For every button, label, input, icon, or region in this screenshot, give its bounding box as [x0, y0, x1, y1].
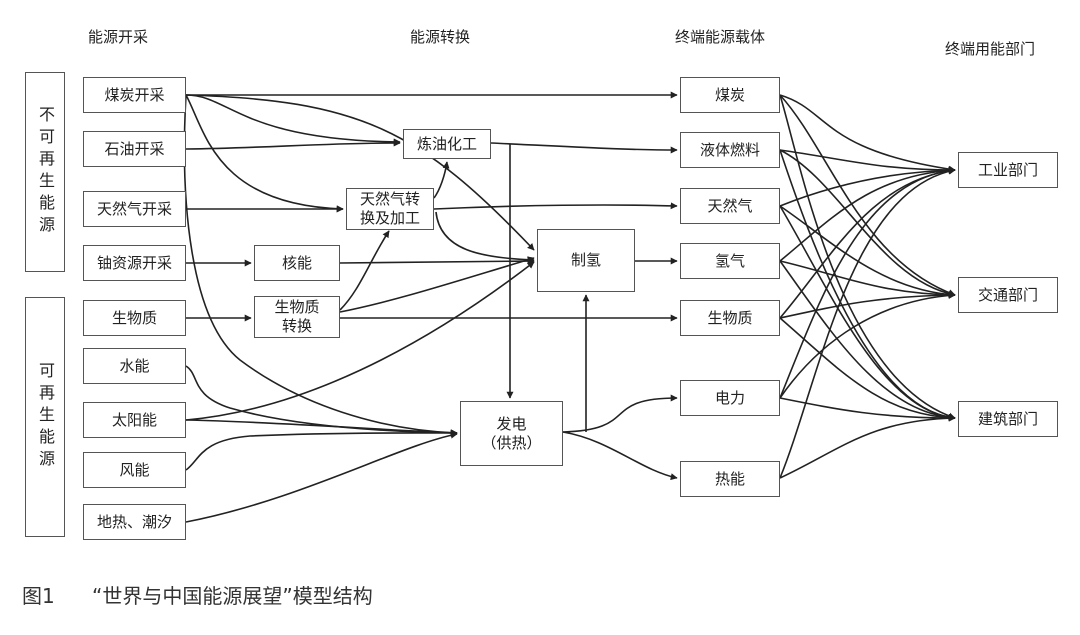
- arrow-natgas-to-building: [779, 205, 956, 421]
- node-gas-processing: 天然气转 换及加工: [346, 188, 434, 230]
- arrow-power-to-electricity: [562, 394, 678, 433]
- arrow-liquid-to-industry: [779, 149, 956, 174]
- figure-caption: 图1 “世界与中国能源展望”模型结构: [22, 580, 373, 609]
- header-sector: 终端用能部门: [945, 40, 1036, 58]
- node-solar: 太阳能: [83, 402, 186, 438]
- node-coal: 煤炭: [680, 77, 780, 113]
- node-building: 建筑部门: [958, 401, 1058, 437]
- arrow-biomass-to-building: [779, 317, 956, 422]
- arrow-gasproc-to-h2prod: [435, 211, 535, 264]
- node-power-generation: 发电 （供热）: [460, 401, 563, 466]
- arrow-refining-to-liquid: [490, 142, 678, 154]
- arrow-coal-to-transport: [779, 94, 956, 297]
- figure-number: 图1: [22, 584, 55, 608]
- node-biomass: 生物质: [680, 300, 780, 336]
- node-transport: 交通部门: [958, 277, 1058, 313]
- header-mining: 能源开采: [88, 28, 149, 46]
- arrow-coal-to-building: [779, 94, 956, 420]
- header-carrier: 终端能源载体: [675, 28, 766, 46]
- node-nuclear: 核能: [254, 245, 340, 281]
- arrow-coal-to-gasproc: [185, 94, 344, 213]
- arrow-gasproc-to-refining: [433, 161, 450, 199]
- arrow-gasproc-to-natgas: [433, 202, 678, 210]
- arrow-hydrogen-to-industry: [779, 166, 956, 262]
- node-biomass-conversion: 生物质 转换: [254, 296, 340, 338]
- flow-arrows: [183, 91, 956, 523]
- energy-flow-diagram: 能源开采 能源转换 终端能源载体 终端用能部门 不可再生能源 可再生能源 煤炭开…: [25, 28, 1058, 540]
- arrow-coal-to-power: [183, 94, 458, 437]
- node-hydro: 水能: [83, 348, 186, 384]
- arrow-oil-to-refining: [185, 139, 401, 150]
- node-wind: 风能: [83, 452, 186, 488]
- node-industry: 工业部门: [958, 152, 1058, 188]
- node-uranium-mining: 铀资源开采: [83, 245, 186, 281]
- node-heat: 热能: [680, 461, 780, 497]
- node-coal-mining: 煤炭开采: [83, 77, 186, 113]
- node-gas-mining: 天然气开采: [83, 191, 186, 227]
- arrow-solar-to-h2prod: [185, 261, 535, 421]
- arrow-bioconv-to-gasproc: [339, 230, 390, 311]
- arrow-natgas-to-industry: [779, 166, 956, 207]
- node-biomass-source: 生物质: [83, 300, 186, 336]
- arrow-electricity-to-transport: [779, 291, 956, 399]
- header-conversion: 能源转换: [410, 28, 471, 46]
- arrow-solar-to-power: [185, 419, 458, 437]
- group-nonrenewable: 不可再生能源: [25, 72, 65, 272]
- node-liquid-fuel: 液体燃料: [680, 132, 780, 168]
- figure-title: “世界与中国能源展望”模型结构: [92, 584, 373, 608]
- arrow-coal-to-industry: [779, 94, 956, 173]
- arrow-electricity-to-industry: [779, 167, 956, 399]
- node-hydrogen-production: 制氢: [537, 229, 635, 292]
- arrow-electricity-to-building: [779, 397, 956, 422]
- node-oil-mining: 石油开采: [83, 131, 186, 167]
- arrow-heat-to-building: [779, 414, 956, 479]
- arrow-biomass-to-transport: [779, 291, 956, 319]
- arrow-heat-to-industry: [779, 167, 956, 479]
- arrow-wind-to-power: [185, 429, 458, 471]
- node-electricity: 电力: [680, 380, 780, 416]
- node-geothermal-tidal: 地热、潮汐: [83, 504, 186, 540]
- arrow-nuclear-to-h2prod: [339, 257, 535, 265]
- arrow-bioconv-to-h2prod: [339, 256, 535, 313]
- node-refining: 炼油化工: [403, 129, 491, 159]
- arrow-geo-to-power: [185, 431, 458, 523]
- arrow-hydrogen-to-transport: [779, 260, 956, 299]
- node-natural-gas: 天然气: [680, 188, 780, 224]
- arrow-coal-to-refining: [185, 94, 401, 146]
- group-renewable: 可再生能源: [25, 297, 65, 537]
- arrow-hydro-to-power: [185, 365, 458, 437]
- node-hydrogen: 氢气: [680, 243, 780, 279]
- arrow-hydrogen-to-building: [779, 260, 956, 421]
- arrow-power-to-heat: [562, 431, 678, 481]
